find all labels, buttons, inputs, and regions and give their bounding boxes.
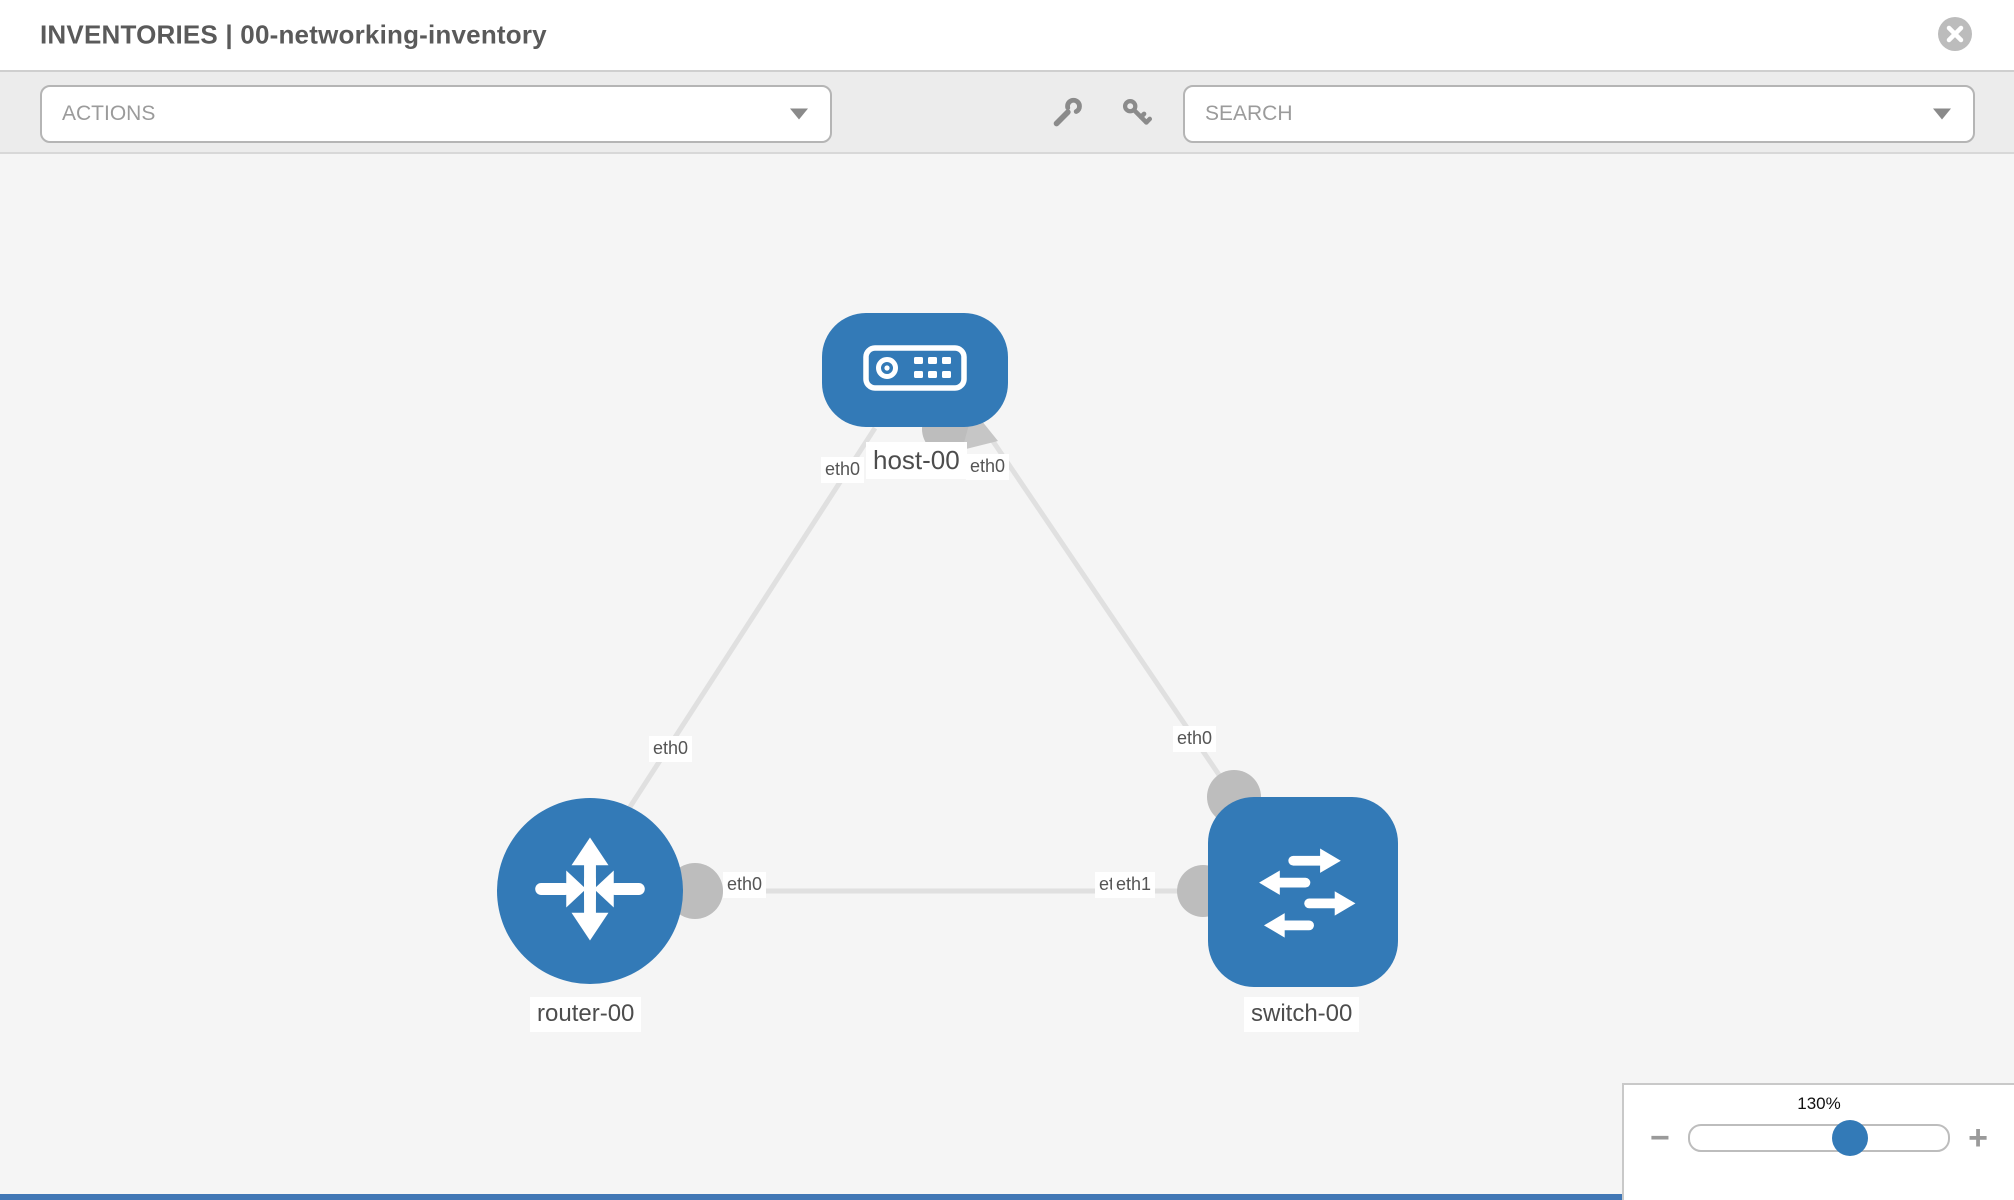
tools-button[interactable] — [1042, 88, 1092, 138]
zoom-out-button[interactable]: − — [1650, 1119, 1670, 1157]
close-icon — [1938, 25, 1972, 43]
credentials-button[interactable] — [1112, 88, 1162, 138]
node-switch-00[interactable] — [1208, 797, 1398, 987]
chevron-down-icon — [1933, 108, 1951, 120]
switch-icon — [1242, 829, 1364, 956]
node-host-00[interactable] — [822, 313, 1008, 427]
zoom-in-button[interactable]: + — [1968, 1119, 1988, 1157]
search-dropdown-label: SEARCH — [1205, 102, 1293, 125]
actions-dropdown-label: ACTIONS — [62, 102, 156, 125]
panel-header: INVENTORIES | 00-networking-inventory — [0, 0, 2014, 72]
chevron-down-icon — [790, 108, 808, 120]
bottom-bar — [0, 1194, 1622, 1200]
search-dropdown[interactable]: SEARCH — [1183, 85, 1975, 143]
actions-dropdown[interactable]: ACTIONS — [40, 85, 832, 143]
interface-label: eth0 — [723, 872, 767, 898]
zoom-level-value: 130% — [1797, 1094, 1841, 1113]
node-label-host: host-00 — [866, 442, 967, 480]
router-icon — [524, 823, 656, 960]
zoom-slider[interactable] — [1687, 1120, 1951, 1156]
interface-label: eth0 — [966, 454, 1010, 480]
host-device-icon — [862, 344, 968, 397]
wrench-icon — [1042, 96, 1092, 130]
close-button[interactable] — [1938, 17, 1972, 51]
node-router-00[interactable] — [497, 798, 683, 984]
node-label-router: router-00 — [530, 997, 642, 1032]
node-label-switch: switch-00 — [1244, 997, 1360, 1032]
page-title: INVENTORIES | 00-networking-inventory — [40, 19, 547, 50]
interface-label: eth0 — [821, 457, 865, 483]
zoom-control-panel: 130% − + — [1622, 1083, 2014, 1200]
interface-label: eth1 — [1112, 872, 1156, 898]
toolbar: ACTIONS SEARCH — [0, 72, 2014, 154]
zoom-slider-handle[interactable] — [1831, 1120, 1868, 1156]
key-icon — [1112, 96, 1162, 130]
interface-label: eth0 — [649, 736, 693, 762]
interface-label: eth0 — [1173, 726, 1217, 752]
